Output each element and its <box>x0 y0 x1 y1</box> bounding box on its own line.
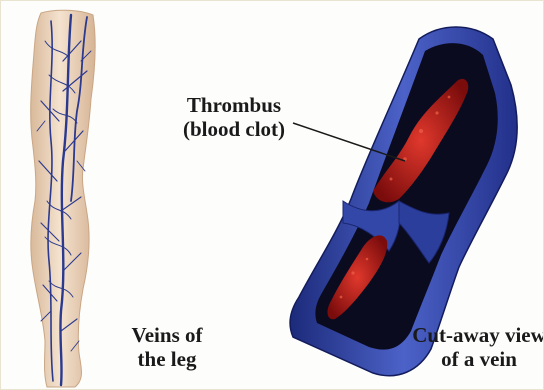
leg-illustration <box>31 10 95 387</box>
veins-of-leg-line1: Veins of <box>117 323 217 347</box>
cutaway-view-line2: of a vein <box>399 347 544 371</box>
thrombus-label-line2: (blood clot) <box>174 117 294 141</box>
thrombus-label: Thrombus (blood clot) <box>174 93 294 141</box>
cutaway-view-line1: Cut-away view <box>399 323 544 347</box>
veins-of-leg-line2: the leg <box>117 347 217 371</box>
cutaway-view-label: Cut-away view of a vein <box>399 323 544 371</box>
veins-of-leg-label: Veins of the leg <box>117 323 217 371</box>
thrombus-label-line1: Thrombus <box>174 93 294 117</box>
